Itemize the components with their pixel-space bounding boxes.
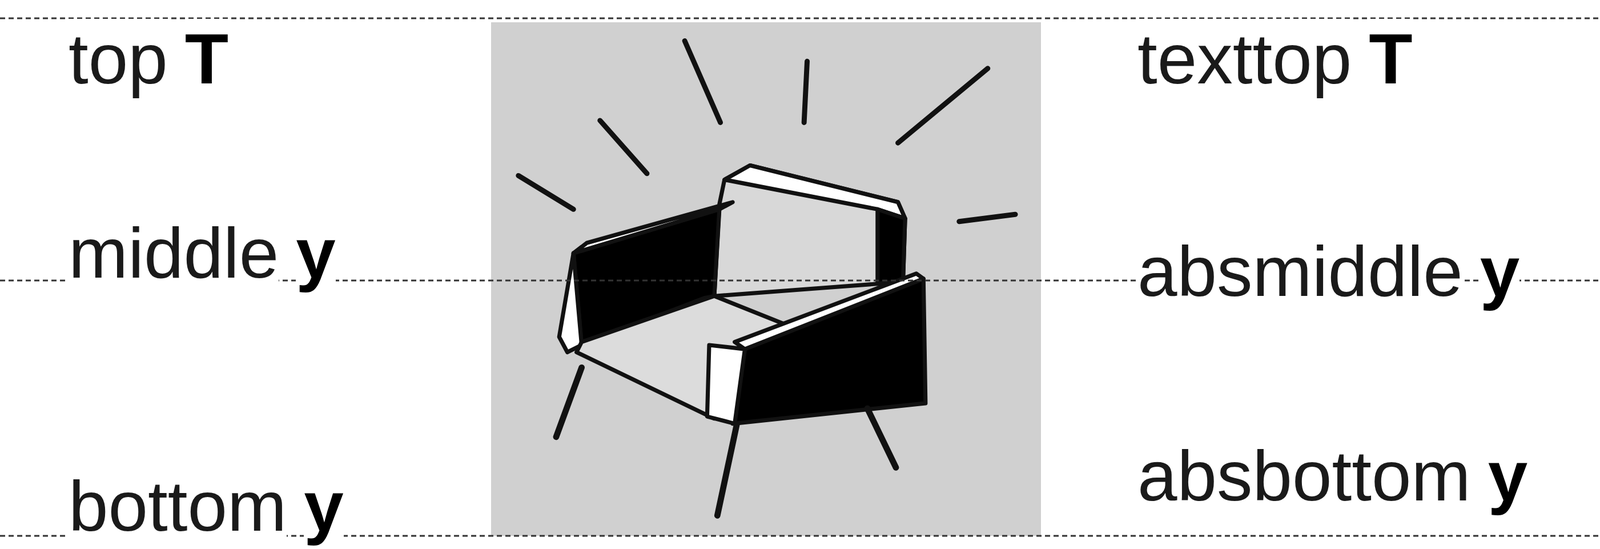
- chair-picture: [518, 40, 1016, 516]
- label-row: absmiddley: [1137, 235, 1520, 307]
- image-ground: [491, 22, 1041, 536]
- align-keyword: middle: [68, 212, 279, 293]
- label-row: texttopT: [1137, 22, 1413, 95]
- align-keyword: absmiddle: [1137, 231, 1463, 311]
- align-keyword: top: [68, 18, 168, 99]
- sample-letter: y: [1488, 435, 1529, 516]
- label-row: bottomy: [68, 469, 344, 542]
- align-keyword: bottom: [68, 465, 287, 546]
- reference-lines: [0, 18, 1600, 536]
- sample-letter: y: [295, 212, 336, 293]
- align-keyword: texttop: [1137, 18, 1352, 99]
- sample-letter: y: [1480, 231, 1521, 311]
- align-keyword: absbottom: [1137, 435, 1471, 516]
- label-row: middley: [68, 216, 336, 289]
- label-row: topT: [68, 22, 229, 95]
- sample-letter: T: [185, 18, 229, 99]
- label-row: absbottomy: [1137, 439, 1528, 512]
- sample-letter: T: [1368, 18, 1413, 99]
- sample-letter: y: [303, 465, 344, 546]
